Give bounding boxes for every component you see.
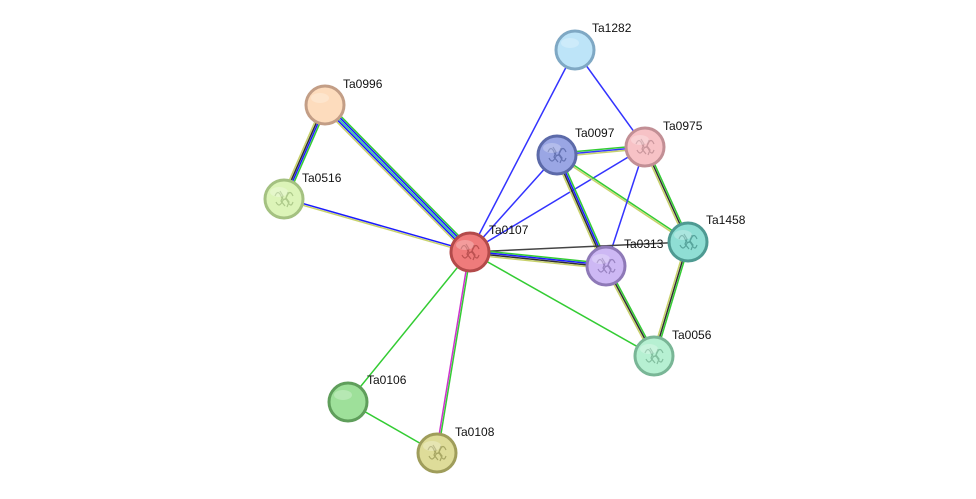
node-label: Ta1458 [706, 213, 746, 227]
node-highlight [561, 38, 579, 48]
edge-Ta0107-Ta1458[interactable] [469, 241, 689, 253]
edge-Ta0097-Ta0107[interactable] [469, 154, 558, 253]
node-highlight [334, 390, 352, 400]
protein-structure-icon [678, 233, 698, 251]
edge-evidence-line [557, 153, 689, 242]
edge-evidence-line [347, 251, 471, 403]
node-label: Ta0313 [624, 237, 664, 251]
node-highlight [543, 143, 561, 153]
node-ta0313[interactable]: Ta0313 [585, 237, 664, 287]
node-label: Ta0106 [367, 373, 407, 387]
edge-Ta0975-Ta0107[interactable] [469, 146, 646, 253]
edge-evidence-line [469, 49, 576, 253]
node-highlight [592, 254, 610, 264]
node-circle [304, 84, 346, 126]
node-circle [554, 29, 596, 71]
node-ta1282[interactable]: Ta1282 [554, 21, 632, 71]
node-highlight [423, 441, 441, 451]
edge-Ta0097-Ta1458[interactable] [556, 153, 689, 244]
node-circle [327, 381, 369, 423]
edge-evidence-line [326, 102, 473, 251]
edge-evidence-line [325, 103, 472, 252]
protein-structure-icon [460, 243, 480, 261]
edge-Ta0516-Ta0107[interactable] [283, 197, 471, 254]
edge-evidence-line [323, 105, 470, 254]
node-ta0056[interactable]: Ta0056 [633, 328, 712, 377]
node-label: Ta0097 [575, 126, 615, 140]
edge-Ta0107-Ta0313[interactable] [469, 248, 607, 270]
edge-Ta0107-Ta0106[interactable] [347, 251, 471, 403]
node-ta0516[interactable]: Ta0516 [263, 171, 342, 220]
edge-evidence-line [283, 199, 470, 254]
node-ta0107[interactable]: Ta0107 [449, 223, 529, 273]
protein-structure-icon [547, 146, 567, 164]
edge-evidence-line [324, 104, 471, 253]
edge-evidence-line [469, 146, 646, 253]
protein-structure-icon [427, 444, 447, 462]
node-highlight [311, 93, 329, 103]
edge-evidence-line [469, 154, 558, 253]
node-label: Ta1282 [592, 21, 632, 35]
node-label: Ta0996 [343, 77, 383, 91]
edge-evidence-line [469, 251, 655, 357]
edge-evidence-line [437, 252, 472, 454]
protein-structure-icon [635, 138, 655, 156]
edge-evidence-line [469, 253, 606, 270]
node-label: Ta0975 [663, 119, 703, 133]
edge-evidence-line [469, 252, 606, 268]
node-ta1458[interactable]: Ta1458 [667, 213, 746, 263]
edge-evidence-line [469, 241, 689, 253]
edge-evidence-line [435, 251, 470, 453]
node-highlight [674, 230, 692, 240]
protein-structure-icon [596, 257, 616, 275]
node-label: Ta0107 [489, 223, 529, 237]
protein-structure-icon [274, 190, 294, 208]
protein-structure-icon [644, 347, 664, 365]
node-highlight [640, 344, 658, 354]
edge-Ta0107-Ta0108[interactable] [435, 251, 472, 454]
edge-evidence-line [556, 155, 688, 244]
node-label: Ta0516 [302, 171, 342, 185]
node-highlight [456, 240, 474, 250]
node-label: Ta0056 [672, 328, 712, 342]
node-ta0108[interactable]: Ta0108 [416, 425, 495, 474]
edge-Ta0107-Ta0056[interactable] [469, 251, 655, 357]
node-ta0996[interactable]: Ta0996 [304, 77, 383, 126]
edge-Ta1282-Ta0107[interactable] [469, 49, 576, 253]
node-highlight [631, 135, 649, 145]
edge-Ta0996-Ta0107[interactable] [322, 102, 473, 255]
node-highlight [270, 187, 288, 197]
edge-evidence-line [470, 248, 607, 265]
edge-evidence-line [470, 250, 607, 266]
node-ta0097[interactable]: Ta0097 [536, 126, 615, 176]
node-ta0106[interactable]: Ta0106 [327, 373, 407, 423]
node-ta0975[interactable]: Ta0975 [624, 119, 703, 168]
edge-evidence-line [322, 106, 469, 255]
node-label: Ta0108 [455, 425, 495, 439]
edge-evidence-line [284, 197, 471, 252]
